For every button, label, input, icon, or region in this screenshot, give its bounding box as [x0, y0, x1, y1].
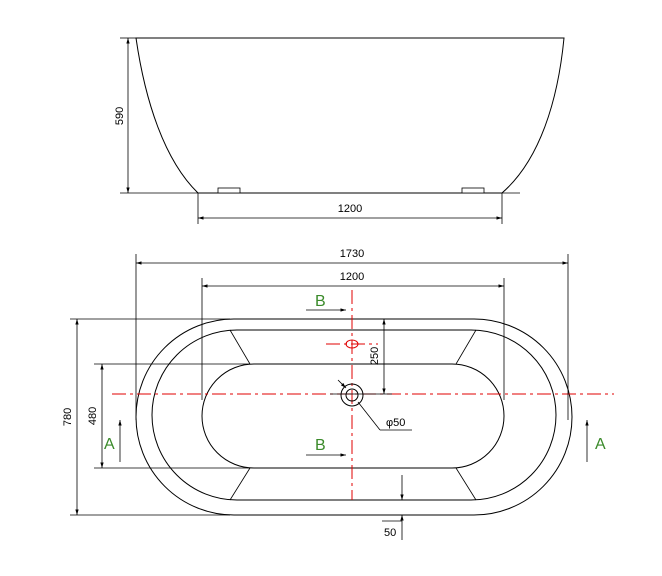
- inner-rim-outline: [151, 329, 557, 501]
- section-a-right-marker: A: [585, 420, 606, 462]
- svg-text:A: A: [104, 436, 115, 453]
- drain-diameter-label: φ50: [386, 417, 405, 429]
- upper-right-transition: [455, 329, 477, 365]
- svg-text:B: B: [315, 293, 326, 310]
- upper-left-transition: [229, 329, 251, 365]
- side-view: 590 1200: [114, 37, 565, 224]
- section-b-bottom-marker: B: [306, 437, 346, 457]
- base-width-label: 1200: [338, 203, 362, 215]
- svg-text:A: A: [595, 436, 606, 453]
- section-b-top-marker: B: [306, 293, 346, 312]
- side-view-left-foot: [217, 187, 241, 194]
- drain-offset-label: 250: [369, 347, 381, 365]
- lower-left-transition: [229, 467, 251, 501]
- drain-outer: [340, 383, 364, 407]
- drain-leader-out: [357, 401, 381, 431]
- rim-thickness-label: 50: [384, 527, 396, 539]
- svg-text:B: B: [315, 437, 326, 454]
- top-view: φ50 250 1730 1200 780 480 50: [62, 248, 614, 540]
- section-a-left-marker: A: [104, 420, 122, 462]
- height-label: 590: [114, 107, 126, 125]
- drain-inner: [345, 388, 359, 402]
- inner-width-label: 480: [87, 407, 99, 425]
- inner-length-label: 1200: [340, 271, 364, 283]
- overall-length-label: 1730: [340, 248, 364, 260]
- overall-width-label: 780: [62, 408, 74, 426]
- side-view-right-foot: [461, 187, 485, 194]
- side-view-tub-outline: [135, 37, 565, 194]
- outer-rim-outline: [135, 318, 573, 516]
- basin-outline: [201, 363, 505, 469]
- lower-right-transition: [455, 467, 477, 501]
- drain-leader-in: [337, 379, 347, 389]
